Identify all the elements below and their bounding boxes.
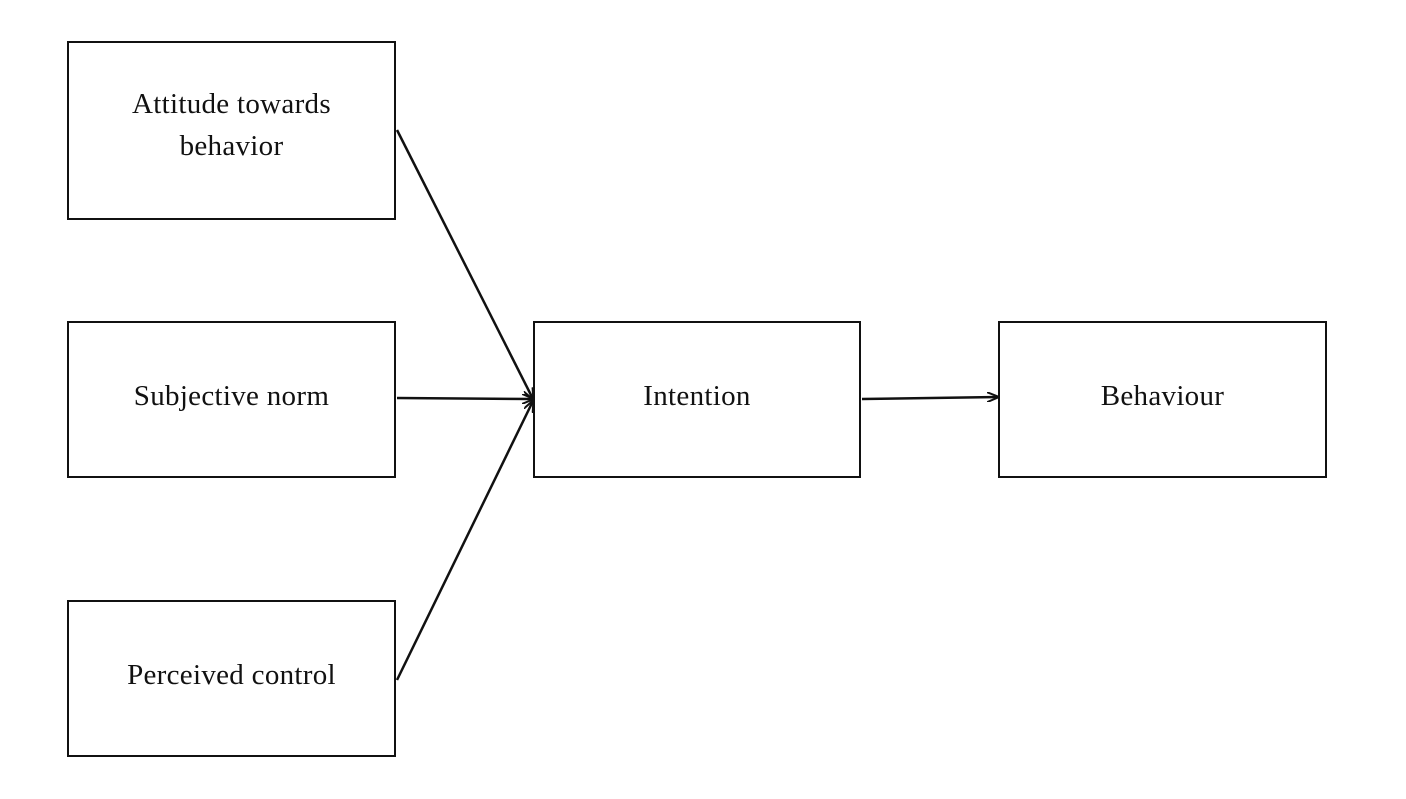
arrow-norm-to-intention xyxy=(396,398,533,399)
node-subjective-norm: Subjective norm xyxy=(67,321,396,478)
node-label: Behaviour xyxy=(1100,379,1225,412)
node-attitude-towards-behavior: Attitude towards behavior xyxy=(67,41,396,220)
node-label: Attitude towards behavior xyxy=(132,87,331,162)
node-label: Perceived control xyxy=(127,658,336,691)
arrow-control-to-intention xyxy=(395,401,533,681)
node-behaviour: Behaviour xyxy=(998,321,1327,478)
arrow-attitude-to-intention xyxy=(395,129,533,399)
arrow-intention-to-behaviour xyxy=(861,397,998,399)
node-label: Subjective norm xyxy=(133,379,330,412)
node-label: Intention xyxy=(643,379,751,412)
node-intention: Intention xyxy=(533,321,861,478)
node-perceived-control: Perceived control xyxy=(67,600,396,757)
